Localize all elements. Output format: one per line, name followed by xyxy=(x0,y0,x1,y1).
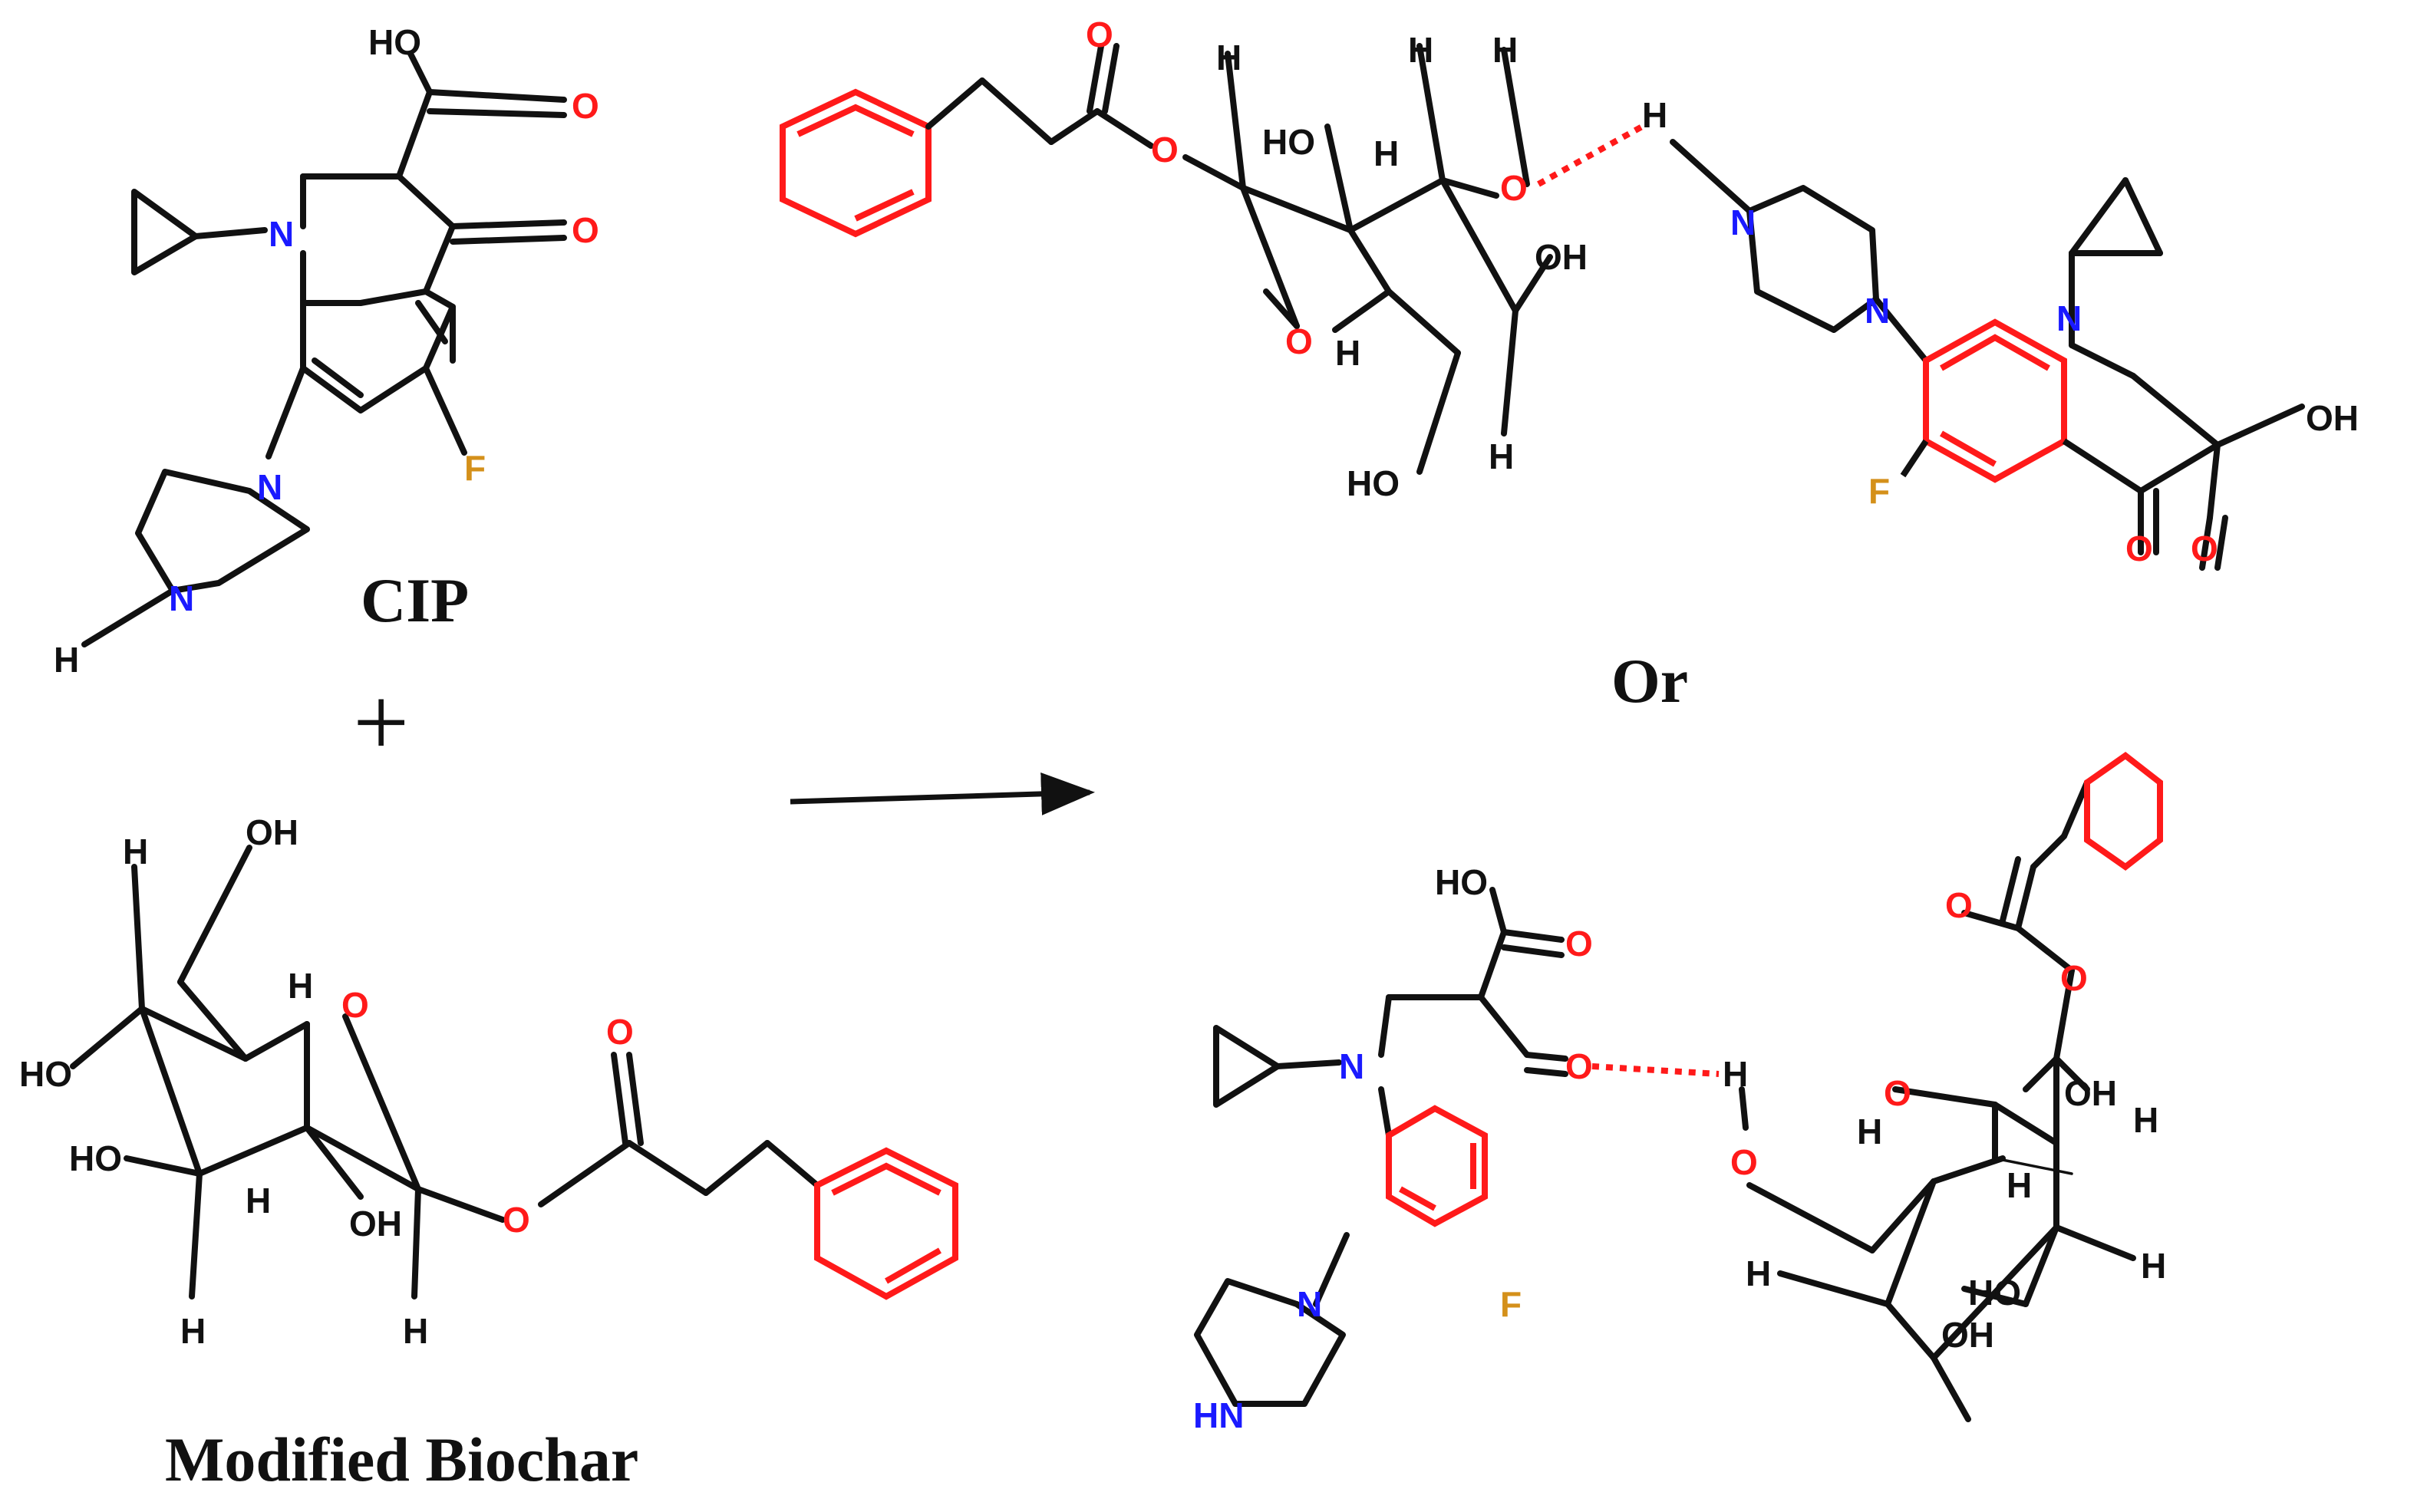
or-label: Or xyxy=(1611,646,1688,716)
biochar-hydroxyl-3: OH xyxy=(349,1204,402,1244)
p2-h-2: H xyxy=(1857,1112,1882,1151)
p2-ring-oxygen: O xyxy=(1884,1073,1911,1113)
p2-hydroxyl-1: OH xyxy=(2064,1073,2117,1113)
p1-h-5: H xyxy=(1335,333,1360,373)
p1-fluorine: F xyxy=(1868,471,1890,511)
p1-carbonyl-oxygen: O xyxy=(1086,15,1113,54)
p1-hydroxyl-2: OH xyxy=(1535,237,1588,277)
p1-hydroxyl-3: HO xyxy=(1347,463,1400,503)
p2-keto-oxygen: O xyxy=(1565,1046,1593,1086)
cip-label: CIP xyxy=(361,565,469,635)
p2-carbonyl-oxygen: O xyxy=(1945,885,1973,925)
biochar-hydroxyl-2: HO xyxy=(69,1138,122,1178)
biochar-primary-hydroxyl: OH xyxy=(246,812,298,852)
p1-keto-oxygen: O xyxy=(2125,529,2153,568)
p2-acid-hydroxyl: HO xyxy=(1435,862,1488,902)
p1-piperazine-n2: N xyxy=(1865,291,1890,331)
biochar-h-bottom-2: H xyxy=(403,1311,428,1351)
p2-ring-nitrogen: N xyxy=(1339,1046,1364,1086)
p1-hydroxyl-1: HO xyxy=(1262,122,1315,162)
p2-fluorine: F xyxy=(1500,1284,1522,1324)
p1-ring-oxygen: O xyxy=(1285,321,1313,361)
p1-h-4: H xyxy=(1373,133,1399,173)
biochar-ring-oxygen: O xyxy=(341,985,369,1025)
biochar-h-ring: H xyxy=(288,966,313,1006)
cip-molecule: HO O O N F N N H xyxy=(54,22,599,680)
modified-biochar-molecule: OH H H O HO HO H OH H H O O xyxy=(19,812,958,1351)
p2-h-1: H xyxy=(2133,1100,2158,1140)
p2-ester-oxygen: O xyxy=(2060,958,2088,998)
p1-hbond-oxygen: O xyxy=(1500,168,1528,208)
p1-hbond-hydrogen: H xyxy=(1642,95,1667,135)
p2-hbond-oxygen: O xyxy=(1730,1142,1758,1182)
biochar-h-bottom-1: H xyxy=(180,1311,206,1351)
cip-amine-hydrogen: H xyxy=(54,640,79,680)
reaction-arrow xyxy=(790,772,1095,815)
p1-h-6: H xyxy=(1489,436,1514,476)
cip-keto-oxygen: O xyxy=(572,210,599,250)
p2-acid-oxygen: O xyxy=(1565,924,1593,964)
p2-h-5: H xyxy=(2141,1246,2166,1286)
p2-hydroxyl-3: OH xyxy=(1941,1315,1994,1355)
p1-ring-nitrogen: N xyxy=(2056,298,2082,338)
cip-acid-oxygen: O xyxy=(572,86,599,126)
plus-sign: + xyxy=(353,667,409,778)
p2-amine: HN xyxy=(1193,1395,1244,1435)
biochar-hydroxyl-1: HO xyxy=(19,1054,72,1094)
p2-hbond-hydrogen: H xyxy=(1723,1054,1748,1094)
p1-acid-oxygen: O xyxy=(2191,529,2218,568)
biochar-h-mid: H xyxy=(246,1181,271,1220)
cip-hydroxyl: HO xyxy=(368,22,421,62)
cip-amine-nitrogen: N xyxy=(169,578,194,618)
p1-piperazine-n1: N xyxy=(1730,203,1756,242)
product-bottom: HO O N O F N HN H O O O O OH H H H H H H… xyxy=(1193,752,2166,1435)
cip-piperazine-nitrogen: N xyxy=(257,467,282,507)
p2-h-4: H xyxy=(1746,1253,1771,1293)
cip-fluorine: F xyxy=(464,448,486,488)
product-top: O O H HO H H H O OH O H H HO H N N N F O… xyxy=(780,15,2359,571)
p2-h-3: H xyxy=(2007,1165,2032,1205)
biochar-carbonyl-oxygen: O xyxy=(606,1012,634,1052)
p1-h-3: H xyxy=(1492,30,1518,70)
p1-h-2: H xyxy=(1408,30,1433,70)
modified-biochar-label: Modified Biochar xyxy=(165,1425,638,1494)
p2-piperazine-nitrogen: N xyxy=(1297,1284,1322,1324)
p1-acid-hydroxyl: OH xyxy=(2306,398,2359,438)
p2-hydroxyl-2: HO xyxy=(1968,1273,2021,1313)
p1-ester-oxygen: O xyxy=(1151,130,1179,170)
biochar-h-top: H xyxy=(123,832,148,871)
biochar-ester-oxygen: O xyxy=(503,1200,530,1240)
p1-h-1: H xyxy=(1216,38,1242,77)
cip-ring-nitrogen: N xyxy=(269,214,294,254)
